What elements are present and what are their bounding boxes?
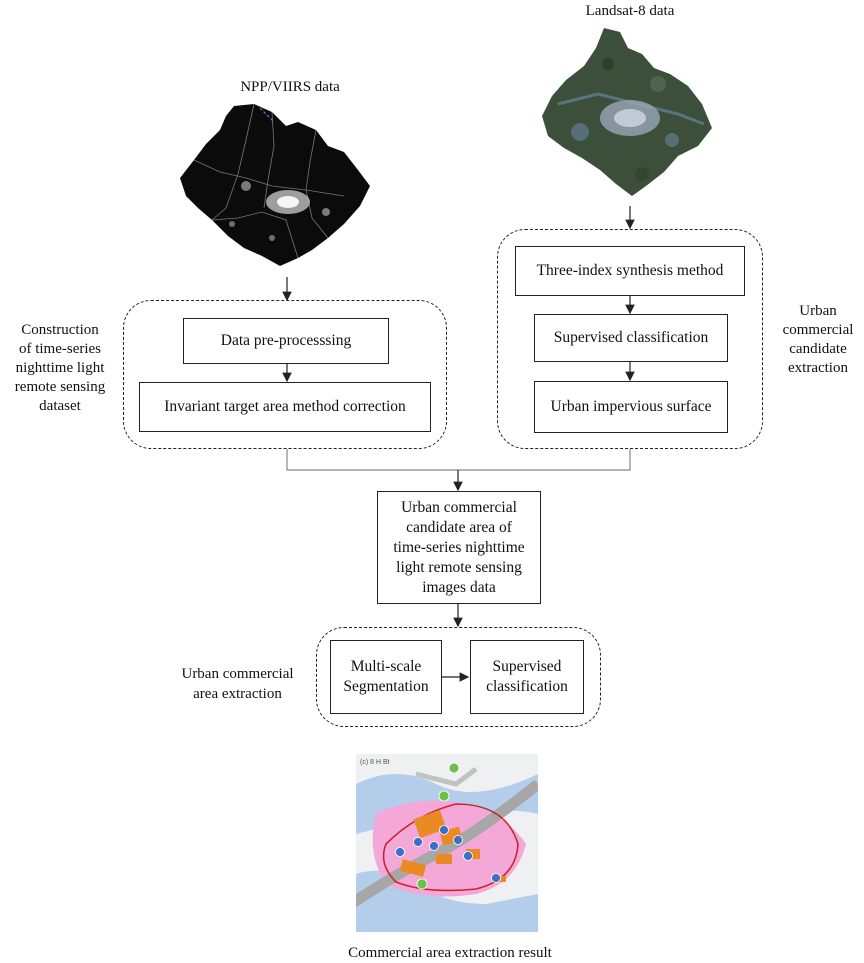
landsat-image — [542, 28, 712, 196]
multiscale-segmentation-box: Multi-scale Segmentation — [330, 640, 442, 714]
candidate-area-line: candidate area of — [406, 518, 512, 536]
commercial-extraction-group — [316, 627, 601, 727]
caption-line: of time-series — [18, 341, 102, 357]
candidate-extraction-caption: Urban commercial candidate extraction — [772, 302, 864, 378]
invariant-target-correction-box: Invariant target area method correction — [139, 382, 431, 432]
classification-line: Supervised — [492, 658, 562, 675]
candidate-area-line: images data — [422, 578, 496, 596]
three-index-synthesis-box: Three-index synthesis method — [515, 246, 745, 296]
segmentation-line: Segmentation — [343, 678, 429, 695]
candidate-area-line: time-series nighttime — [393, 538, 525, 556]
caption-line: Urban commercial — [181, 666, 294, 682]
commercial-result-map: (c) 8 H Bt — [356, 754, 538, 932]
nighttime-data-title: NPP/VIIRS data — [240, 79, 340, 95]
caption-line: dataset — [39, 398, 81, 414]
dataset-construction-caption: Construction of time-series nighttime li… — [0, 321, 120, 416]
data-preprocessing-box: Data pre-processsing — [183, 318, 389, 364]
supervised-classification-final-box: Supervised classification — [470, 640, 584, 714]
candidate-extraction-group — [497, 229, 763, 449]
dataset-construction-group — [123, 300, 447, 449]
caption-line: Construction — [21, 322, 99, 338]
caption-line: extraction — [788, 360, 848, 376]
candidate-area-line: light remote sensing — [396, 558, 522, 576]
landsat-data-title: Landsat-8 data — [585, 3, 675, 19]
caption-line: commercial — [782, 322, 854, 338]
result-panel-tag: (c) 8 H Bt — [360, 759, 390, 766]
result-title: Commercial area extraction result — [348, 945, 552, 961]
classification-line: classification — [486, 678, 568, 695]
caption-line: candidate — [789, 341, 847, 357]
candidate-area-box: Urban commercial candidate area of time-… — [377, 491, 541, 604]
segmentation-line: Multi-scale — [350, 658, 422, 675]
merge-connector — [286, 449, 631, 471]
caption-line: Urban — [799, 303, 837, 319]
urban-impervious-surface-box: Urban impervious surface — [534, 381, 728, 433]
caption-line: area extraction — [193, 686, 282, 702]
caption-line: nighttime light — [15, 360, 105, 376]
supervised-classification-box: Supervised classification — [534, 314, 728, 362]
nighttime-light-image — [180, 103, 370, 266]
caption-line: remote sensing — [14, 379, 106, 395]
commercial-extraction-caption: Urban commercial area extraction — [165, 664, 310, 704]
candidate-area-line: Urban commercial — [401, 498, 517, 516]
